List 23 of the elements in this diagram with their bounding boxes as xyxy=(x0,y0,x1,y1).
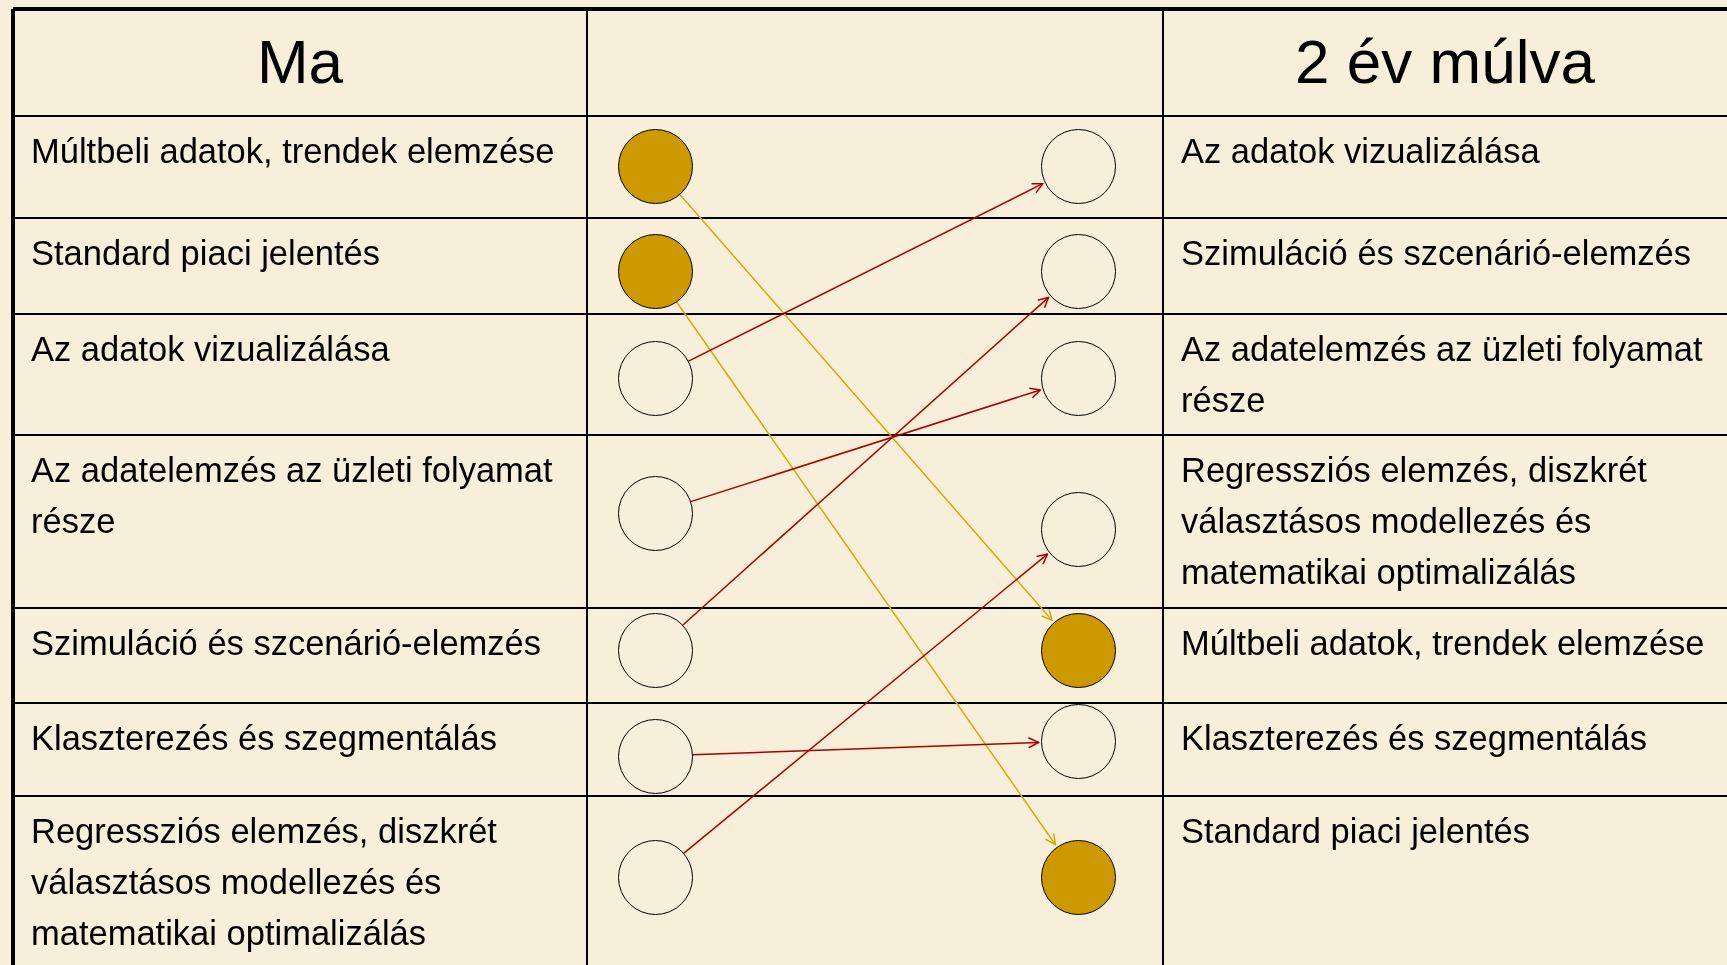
cell-text: Szimuláció és szcenárió-elemzés xyxy=(31,623,543,664)
column-header: 2 év múlva xyxy=(1294,26,1596,98)
cell-text: Standard piaci jelentés xyxy=(31,233,382,274)
cell-text: Az adatelemzés az üzleti folyamat része xyxy=(1181,329,1704,421)
arrow xyxy=(678,193,1053,621)
cell-text: Az adatok vizualizálása xyxy=(31,329,391,370)
arrow xyxy=(687,182,1044,362)
arrow xyxy=(683,553,1049,854)
cell-text: Regressziós elemzés, diszkrét választásos modellezés és matematikai optimalizálás xyxy=(1181,450,1648,593)
cell-text: Klaszterezés és szegmentálás xyxy=(31,718,498,759)
cell-text: Múltbeli adatok, trendek elemzése xyxy=(1181,623,1706,664)
cell-text: Klaszterezés és szegmentálás xyxy=(1181,718,1648,759)
arrow xyxy=(690,387,1042,503)
cell-text: Múltbeli adatok, trendek elemzése xyxy=(31,131,556,172)
cell-text: Az adatok vizualizálása xyxy=(1181,131,1541,172)
arrow xyxy=(675,301,1057,846)
arrow xyxy=(682,296,1050,626)
cell-text: Szimuláció és szcenárió-elemzés xyxy=(1181,233,1693,274)
arrow xyxy=(691,737,1040,756)
cell-text: Az adatelemzés az üzleti folyamat része xyxy=(31,450,554,542)
cell-text: Regressziós elemzés, diszkrét választásos modellezés és matematikai optimalizálás xyxy=(31,811,498,954)
cell-text: Standard piaci jelentés xyxy=(1181,811,1532,852)
column-header: Ma xyxy=(255,26,345,98)
